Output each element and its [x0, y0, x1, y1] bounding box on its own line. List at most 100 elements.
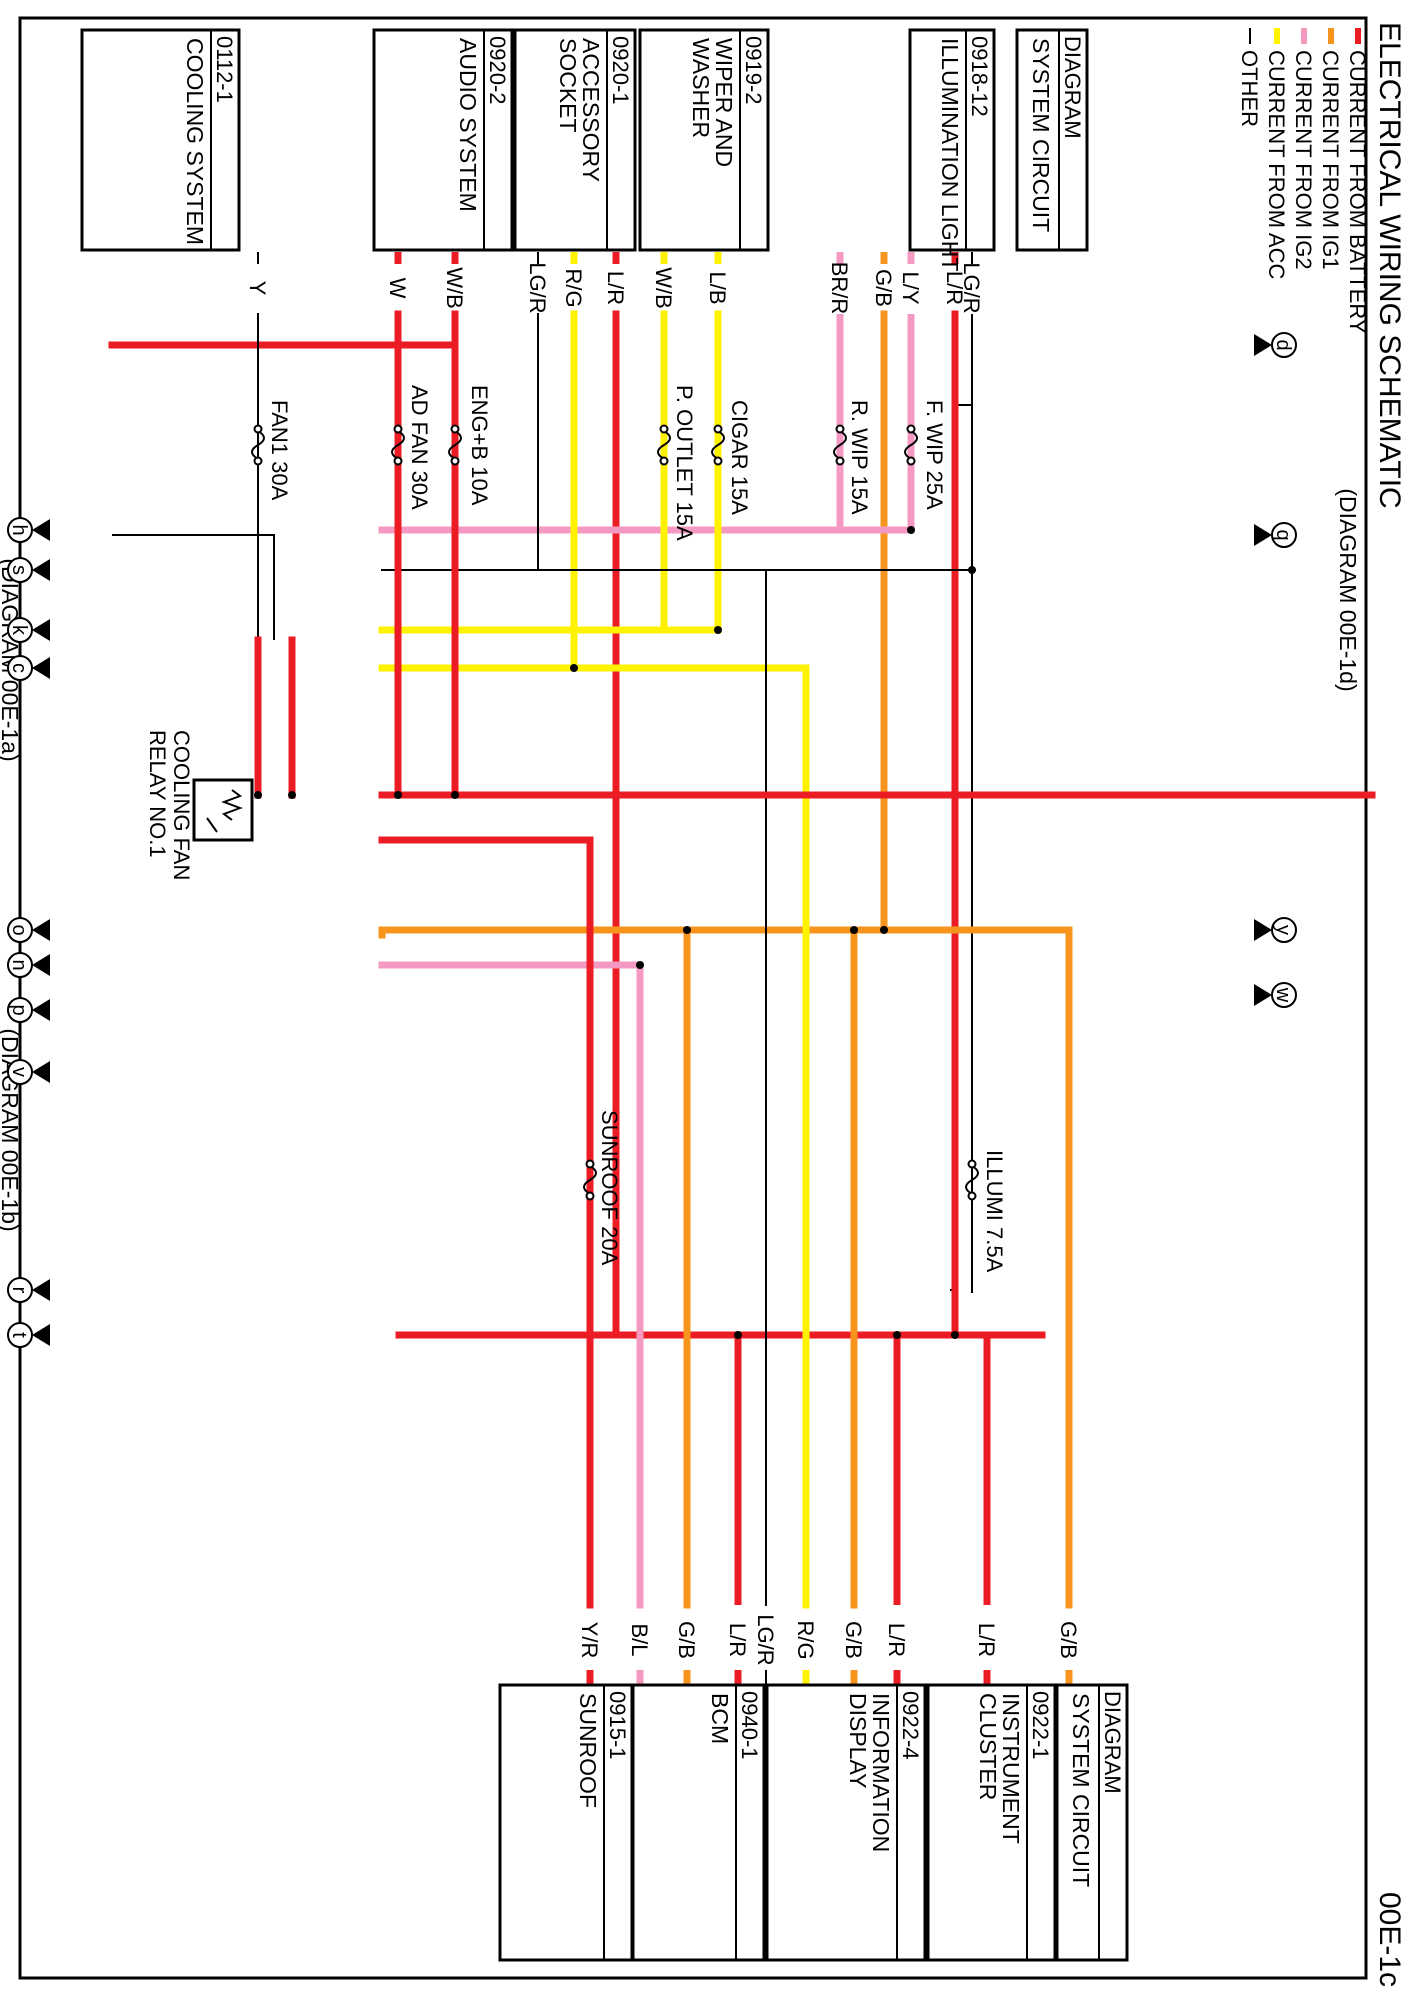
- fuse-cigar: CIGAR 15A: [727, 400, 752, 515]
- connector-arrow: [1254, 984, 1272, 1006]
- connector-circle: [7, 655, 33, 681]
- fuse-illumi: ILLUMI 7.5A: [982, 1150, 1007, 1273]
- wire-label-left: G/B: [871, 269, 896, 307]
- connector-circle: [7, 917, 33, 943]
- system-name: ILLUMINATION LIGHT: [937, 38, 963, 271]
- connector-arrow: [32, 1061, 50, 1083]
- connector-b: o: [8, 924, 30, 935]
- wire-label-left: Y: [245, 281, 270, 296]
- system-box-right: [498, 1683, 634, 1962]
- connector-arrow: [32, 619, 50, 641]
- wire-label-left: L/Y: [898, 271, 923, 304]
- system-name: SOCKET: [555, 38, 581, 133]
- system-code: 0919-2: [741, 36, 766, 105]
- fuse-end: [967, 1159, 977, 1169]
- system-name: WIPER AND: [711, 38, 737, 167]
- fuse-end: [659, 424, 669, 434]
- connector-a: c: [8, 663, 30, 673]
- connector-arrow: [32, 999, 50, 1021]
- legend-item: OTHER: [1237, 50, 1262, 127]
- junction-dot: [880, 926, 888, 934]
- fuse-symbol: [583, 1165, 597, 1195]
- connector-circle: [7, 557, 33, 583]
- legend-item: CURRENT FROM ACC: [1264, 50, 1289, 279]
- header-bottom: SYSTEM CIRCUIT: [1028, 38, 1054, 232]
- connector-d: y: [1272, 925, 1294, 935]
- junction-dot: [714, 626, 722, 634]
- relay-label: COOLING FAN: [169, 730, 194, 880]
- wire-label-left: LG/R: [959, 262, 984, 313]
- connector-arrow: [1254, 334, 1272, 356]
- system-box-left: [80, 28, 241, 252]
- connector-circle: [1271, 917, 1297, 943]
- header-top: DIAGRAM: [1060, 36, 1085, 139]
- fuse-end: [450, 424, 460, 434]
- fuse-engb: ENG+B 10A: [467, 385, 492, 506]
- system-code: 0920-2: [485, 36, 510, 105]
- wire-label-left: BR/R: [827, 262, 852, 315]
- fuse-end: [713, 424, 723, 434]
- connector-d: q: [1272, 529, 1294, 540]
- fuse-end: [253, 424, 263, 434]
- system-box-right: [765, 1683, 927, 1962]
- diagram-ref-d: (DIAGRAM 00E-1d): [1335, 488, 1361, 691]
- connector-arrow: [32, 657, 50, 679]
- wire-label-right: Y/R: [577, 1622, 602, 1659]
- system-box-left: [638, 28, 770, 252]
- connector-circle: [7, 952, 33, 978]
- fuse-end: [253, 456, 263, 466]
- relay-box: [192, 778, 254, 842]
- wire-label-right: G/B: [841, 1621, 866, 1659]
- connector-circle: [7, 617, 33, 643]
- fuse-end: [906, 424, 916, 434]
- system-name: COOLING SYSTEM: [182, 38, 208, 245]
- connector-arrow: [32, 919, 50, 941]
- connector-circle: [7, 1059, 33, 1085]
- system-name: SUNROOF: [575, 1693, 601, 1808]
- fuse-end: [585, 1159, 595, 1169]
- junction-dot: [907, 526, 915, 534]
- wire-label-left: LG/R: [525, 262, 550, 313]
- connector-circle: [1271, 522, 1297, 548]
- system-name: ACCESSORY: [578, 38, 604, 182]
- fuse-symbol: [711, 430, 725, 460]
- fuse-symbol: [391, 430, 405, 460]
- left-header-box: [1015, 28, 1089, 252]
- wire-label-right: G/B: [1056, 1621, 1081, 1659]
- fuse-f-wip: F. WIP 25A: [922, 400, 947, 510]
- diagram-ref-b: (DIAGRAM 00E-1b): [0, 1028, 23, 1231]
- fuse-symbol: [251, 430, 265, 460]
- relay-label: RELAY NO.1: [145, 730, 170, 858]
- connector-circle: [1271, 982, 1297, 1008]
- right-header-box: [1055, 1683, 1129, 1962]
- wire-label-left: W/B: [442, 267, 467, 309]
- wire-label-right: B/L: [627, 1623, 652, 1656]
- system-box-left: [372, 28, 514, 252]
- fuse-symbol: [904, 430, 918, 460]
- connector-b: r: [8, 1287, 30, 1294]
- connector-circle: [1271, 332, 1297, 358]
- header-top: DIAGRAM: [1100, 1691, 1125, 1794]
- page-code: 00E-1c: [1373, 1892, 1402, 1987]
- page-title: ELECTRICAL WIRING SCHEMATIC: [1373, 22, 1402, 509]
- legend-item: CURRENT FROM BATTERY: [1345, 50, 1370, 334]
- connector-arrow: [1254, 524, 1272, 546]
- fuse-end: [835, 456, 845, 466]
- connector-d: w: [1272, 987, 1294, 1003]
- wire-label-left: R/G: [561, 268, 586, 307]
- system-code: 0940-1: [737, 1691, 762, 1760]
- junction-dot: [951, 1331, 959, 1339]
- connector-arrow: [32, 1324, 50, 1346]
- system-code: 0920-1: [608, 36, 633, 105]
- system-code: 0918-12: [967, 36, 992, 117]
- junction-dot: [734, 1331, 742, 1339]
- connector-circle: [7, 1322, 33, 1348]
- fuse-end: [585, 1191, 595, 1201]
- relay-switch: [206, 817, 218, 833]
- junction-dot: [968, 566, 976, 574]
- junction-dot: [254, 791, 262, 799]
- system-code: 0922-4: [898, 1691, 923, 1760]
- system-name: INSTRUMENT: [998, 1693, 1024, 1844]
- fuse-fan1: FAN1 30A: [267, 400, 292, 501]
- junction-dot: [636, 961, 644, 969]
